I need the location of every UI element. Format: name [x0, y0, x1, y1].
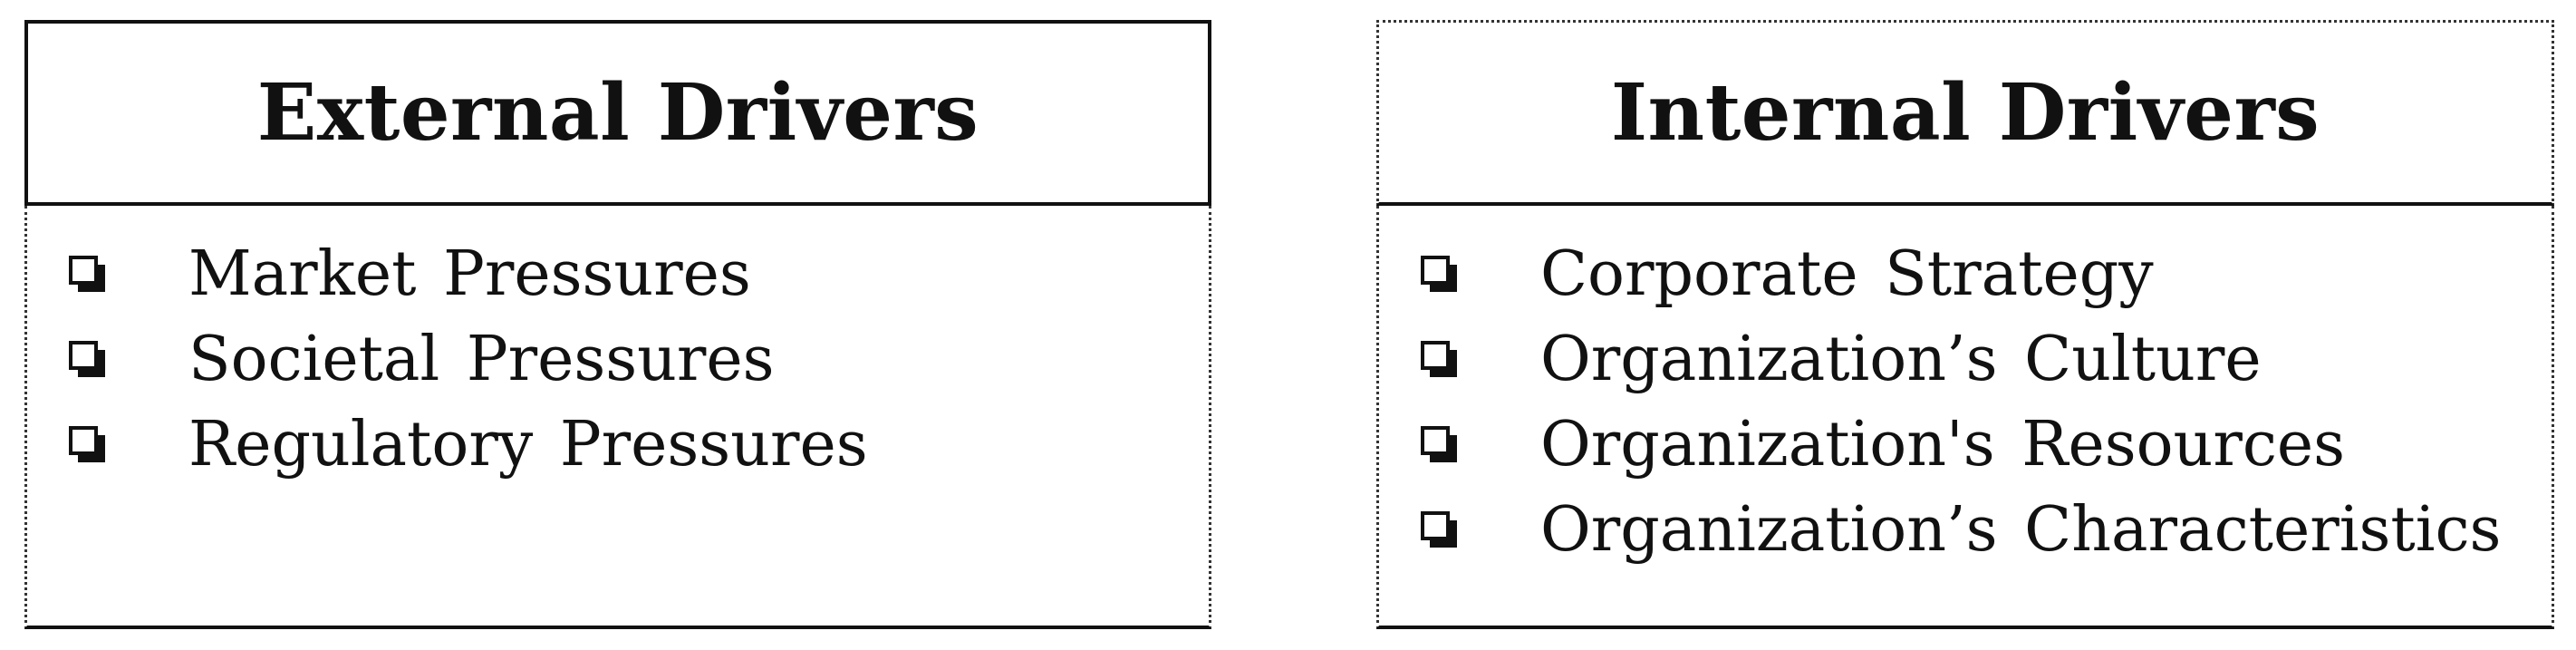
checkbox-square-icon [69, 341, 105, 377]
checkbox-square-icon [1421, 426, 1457, 462]
checkbox-square-icon [69, 426, 105, 462]
internal-item-label: Organization's Resources [1540, 408, 2346, 480]
list-item: Regulatory Pressures [27, 402, 1209, 487]
internal-drivers-list: Corporate Strategy Organization’s Cultur… [1376, 206, 2554, 629]
internal-item-label: Organization’s Characteristics [1540, 493, 2502, 566]
external-item-label: Societal Pressures [188, 323, 775, 395]
internal-drivers-header: Internal Drivers [1376, 20, 2554, 206]
checkbox-square-icon [1421, 511, 1457, 548]
external-drivers-title: External Drivers [256, 67, 979, 159]
list-item: Market Pressures [27, 231, 1209, 316]
list-item: Organization’s Characteristics [1379, 487, 2552, 572]
internal-item-label: Organization’s Culture [1540, 323, 2262, 395]
list-item: Societal Pressures [27, 316, 1209, 402]
internal-drivers-panel: Internal Drivers Corporate Strategy Orga… [1376, 20, 2554, 629]
external-drivers-panel: External Drivers Market Pressures Societ… [24, 20, 1211, 629]
external-item-label: Market Pressures [188, 238, 751, 310]
external-drivers-header: External Drivers [24, 20, 1211, 206]
list-item: Corporate Strategy [1379, 231, 2552, 316]
checkbox-square-icon [69, 256, 105, 292]
checkbox-square-icon [1421, 256, 1457, 292]
list-item: Organization’s Culture [1379, 316, 2552, 402]
external-drivers-list: Market Pressures Societal Pressures Regu… [24, 206, 1211, 629]
checkbox-square-icon [1421, 341, 1457, 377]
internal-drivers-title: Internal Drivers [1610, 66, 2320, 159]
list-item: Organization's Resources [1379, 402, 2552, 487]
internal-item-label: Corporate Strategy [1540, 238, 2154, 310]
external-item-label: Regulatory Pressures [188, 408, 868, 480]
